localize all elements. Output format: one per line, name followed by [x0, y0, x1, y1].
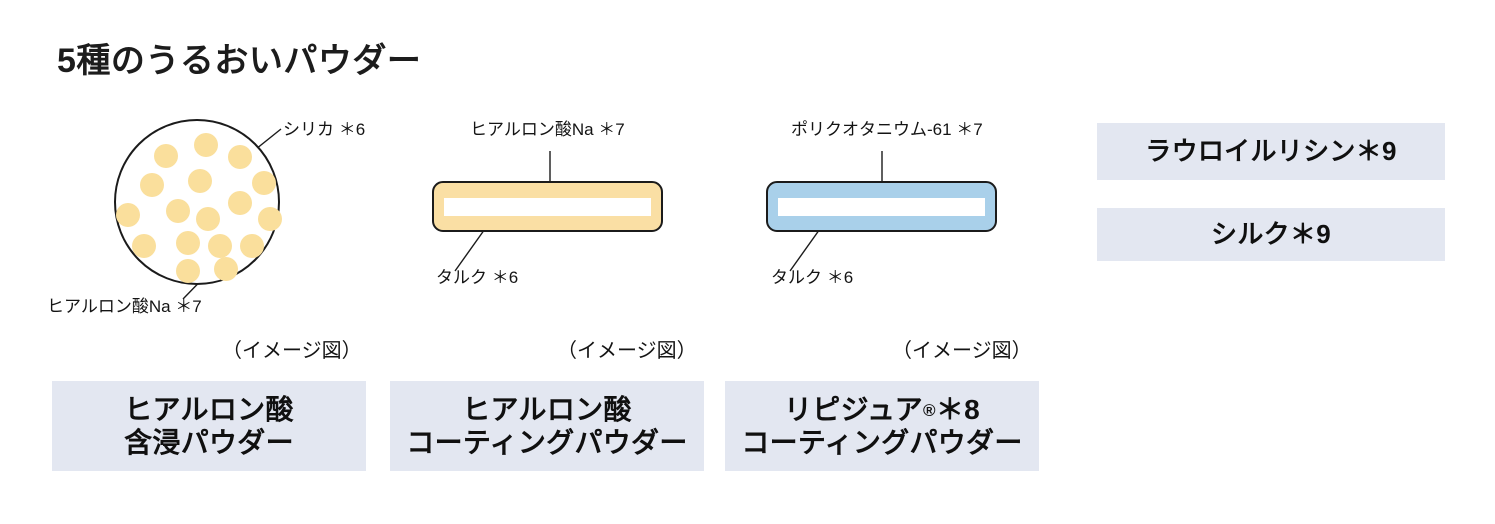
powder-dot	[258, 207, 282, 231]
capsule-core-talc	[778, 197, 985, 216]
label-hyaluronic-na-col2: ヒアルロン酸Na ＊7	[470, 120, 625, 139]
image-caption-col1: （イメージ図）	[222, 340, 362, 362]
powder-dot	[208, 234, 232, 258]
plate-lauroyl-lysine: ラウロイルリシン＊9	[1097, 123, 1445, 180]
powder-dot	[188, 169, 212, 193]
powder-dot	[240, 234, 264, 258]
capsule-core-talc	[444, 197, 651, 216]
plate-line-1: ヒアルロン酸	[462, 393, 632, 425]
plate-silk: シルク＊9	[1097, 208, 1445, 261]
powder-diagram-hyaluronic-coating	[432, 181, 663, 232]
powder-dot	[166, 199, 190, 223]
plate-line-2: コーティングパウダー	[406, 427, 688, 458]
plate-hyaluronic-impregnated: ヒアルロン酸 含浸パウダー	[52, 381, 366, 471]
powder-dot	[252, 171, 276, 195]
plate-lipidure-coating: リピジュア®＊8 コーティングパウダー	[725, 381, 1039, 471]
label-talc-col3: タルク ＊6	[771, 268, 854, 287]
plate-line-2: 含浸パウダー	[124, 427, 294, 458]
powder-dot	[194, 133, 218, 157]
label-hyaluronic-na-col1: ヒアルロン酸Na ＊7	[47, 297, 202, 316]
powder-dot	[214, 257, 238, 281]
plate-line-1: リピジュア®＊8	[784, 393, 980, 425]
powder-dot	[132, 234, 156, 258]
label-talc-col2: タルク ＊6	[436, 268, 519, 287]
powder-dot	[116, 203, 140, 227]
plate-label: ラウロイルリシン＊9	[1145, 136, 1397, 167]
plate-hyaluronic-coating: ヒアルロン酸 コーティングパウダー	[390, 381, 704, 471]
powder-dot	[228, 191, 252, 215]
image-caption-col2: （イメージ図）	[557, 340, 697, 362]
powder-dot	[154, 144, 178, 168]
powder-dot	[228, 145, 252, 169]
powder-dot	[140, 173, 164, 197]
plate-line-2: コーティングパウダー	[741, 427, 1023, 458]
label-polyquaternium-61: ポリクオタニウム-61 ＊7	[791, 120, 983, 139]
plate-line-1: ヒアルロン酸	[124, 393, 294, 425]
page-title: 5種のうるおいパウダー	[57, 42, 422, 80]
powder-dot	[196, 207, 220, 231]
plate-label: シルク＊9	[1211, 219, 1331, 250]
image-caption-col3: （イメージ図）	[892, 340, 1032, 362]
powder-dot	[176, 231, 200, 255]
powder-diagram-lipidure-coating	[766, 181, 997, 232]
powder-diagram-impregnated	[114, 119, 284, 289]
powder-dot	[176, 259, 200, 283]
label-silica: シリカ ＊6	[283, 120, 366, 139]
